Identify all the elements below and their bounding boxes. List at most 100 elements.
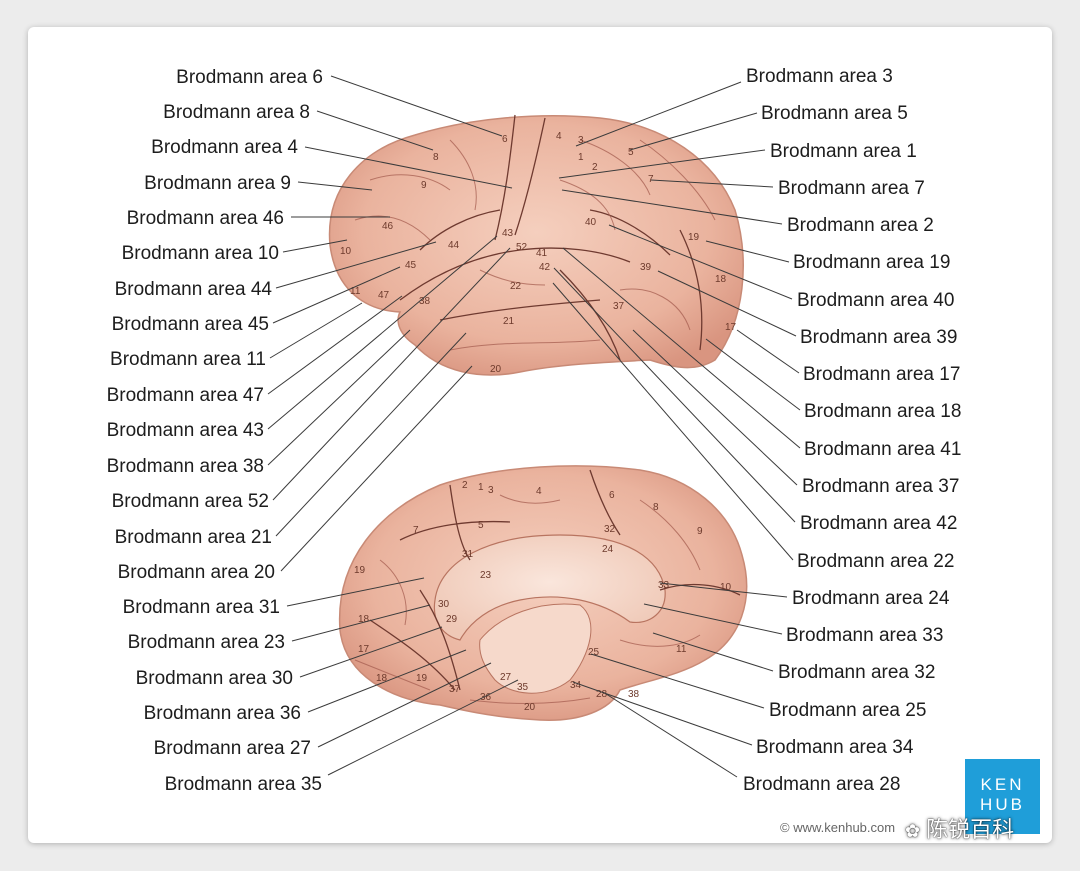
leader-area-5	[629, 112, 758, 151]
watermark: ✿陈锐百科	[905, 812, 1014, 844]
lateral-num-10: 10	[340, 246, 352, 257]
label-area-39: Brodmann area 39	[800, 327, 957, 348]
medial-border-5	[369, 619, 456, 691]
medial-number-group: 2 3 4 6 8 1 5 7 31 32 24 9 23 19 33 10 3…	[354, 480, 732, 713]
medial-num-37: 37	[449, 684, 461, 695]
medial-num-24: 24	[602, 544, 614, 555]
label-area-6: Brodmann area 6	[176, 67, 323, 88]
leader-area-28	[602, 691, 738, 778]
label-area-25: Brodmann area 25	[769, 700, 926, 721]
leader-area-10	[282, 239, 348, 253]
label-area-28: Brodmann area 28	[743, 774, 900, 795]
central-sulcus-line	[494, 114, 516, 241]
medial-border-4	[419, 589, 461, 691]
medial-num-18-bottom: 18	[376, 673, 388, 684]
label-area-17: Brodmann area 17	[803, 364, 960, 385]
medial-num-1: 1	[478, 482, 484, 493]
medial-num-6: 6	[609, 490, 615, 501]
lateral-num-38: 38	[419, 296, 431, 307]
leader-area-23	[291, 604, 431, 642]
leader-area-41	[562, 247, 801, 449]
left-leader-lines	[267, 75, 519, 776]
right-leader-lines	[552, 81, 801, 778]
leader-area-11	[269, 302, 363, 359]
leader-area-25	[590, 653, 765, 709]
medial-num-19-bottom: 19	[416, 673, 428, 684]
label-area-32: Brodmann area 32	[778, 662, 935, 683]
leader-area-32	[652, 632, 774, 672]
label-area-47: Brodmann area 47	[107, 385, 264, 406]
wechat-icon: ✿	[905, 821, 921, 841]
leader-area-52	[272, 247, 511, 501]
label-area-19: Brodmann area 19	[793, 252, 950, 273]
lateral-num-5: 5	[628, 147, 634, 158]
medial-num-27: 27	[500, 672, 512, 683]
medial-num-10: 10	[720, 582, 732, 593]
medial-num-9: 9	[697, 526, 703, 537]
leader-area-1	[558, 149, 766, 179]
leader-area-8	[316, 110, 434, 151]
medial-num-33: 33	[658, 580, 670, 591]
lateral-num-4: 4	[556, 131, 562, 142]
lateral-num-9: 9	[421, 180, 427, 191]
leader-area-36	[307, 649, 467, 713]
gyri-texture	[354, 139, 716, 351]
lateral-num-52: 52	[516, 242, 528, 253]
label-area-31: Brodmann area 31	[123, 597, 280, 618]
leader-area-2	[561, 189, 783, 225]
leader-area-34	[572, 681, 753, 746]
leader-area-3	[575, 81, 742, 147]
leader-area-24	[659, 582, 788, 598]
temporal-sulcus-line	[439, 299, 601, 321]
label-area-33: Brodmann area 33	[786, 625, 943, 646]
leader-area-27	[317, 662, 492, 748]
leader-area-39	[657, 270, 797, 337]
lateral-num-37: 37	[613, 301, 625, 312]
medial-border-6	[659, 583, 741, 596]
medial-num-29: 29	[446, 614, 458, 625]
logo-line-2: HUB	[980, 795, 1025, 814]
label-area-52: Brodmann area 52	[112, 491, 269, 512]
frontal-border-line	[419, 209, 501, 251]
label-area-11: Brodmann area 11	[110, 349, 266, 370]
label-area-46: Brodmann area 46	[127, 208, 284, 229]
corpus-callosum	[433, 534, 666, 641]
thalamus-region	[479, 603, 592, 694]
leader-area-17	[736, 329, 800, 374]
lateral-num-45: 45	[405, 260, 417, 271]
medial-num-18-top: 18	[358, 614, 370, 625]
leader-area-35	[327, 679, 519, 776]
leader-area-33	[643, 603, 783, 635]
lateral-sulcus-line	[399, 247, 631, 301]
leader-area-43	[267, 235, 498, 430]
medial-num-4: 4	[536, 486, 542, 497]
kenhub-logo[interactable]: KEN HUB	[965, 759, 1040, 834]
lateral-num-7: 7	[648, 174, 654, 185]
lateral-num-11: 11	[350, 286, 361, 297]
lateral-num-17: 17	[725, 322, 737, 333]
leader-area-37	[632, 329, 798, 486]
medial-num-20: 20	[524, 702, 536, 713]
medial-num-5: 5	[478, 520, 484, 531]
parietal-border-line	[589, 209, 671, 256]
lateral-num-18: 18	[715, 274, 727, 285]
medial-border-2	[449, 484, 471, 561]
label-area-42: Brodmann area 42	[800, 513, 957, 534]
temporal-border-line	[559, 269, 621, 361]
lateral-num-46: 46	[382, 221, 394, 232]
label-area-37: Brodmann area 37	[802, 476, 959, 497]
lateral-num-41: 41	[536, 248, 548, 259]
medial-num-35: 35	[517, 682, 529, 693]
lateral-number-group: 6 8 4 3 1 2 5 7 9 46 10 45 11 47 44 43 5…	[340, 131, 737, 375]
label-area-2: Brodmann area 2	[787, 215, 934, 236]
medial-gyri-texture	[354, 494, 701, 705]
medial-num-8: 8	[653, 502, 659, 513]
medial-num-11: 11	[676, 644, 687, 655]
label-area-21: Brodmann area 21	[115, 527, 272, 548]
leader-area-4	[304, 146, 513, 189]
medial-num-17: 17	[358, 644, 370, 655]
label-area-44: Brodmann area 44	[115, 279, 273, 300]
lateral-num-42: 42	[539, 262, 551, 273]
lateral-num-43: 43	[502, 228, 514, 239]
